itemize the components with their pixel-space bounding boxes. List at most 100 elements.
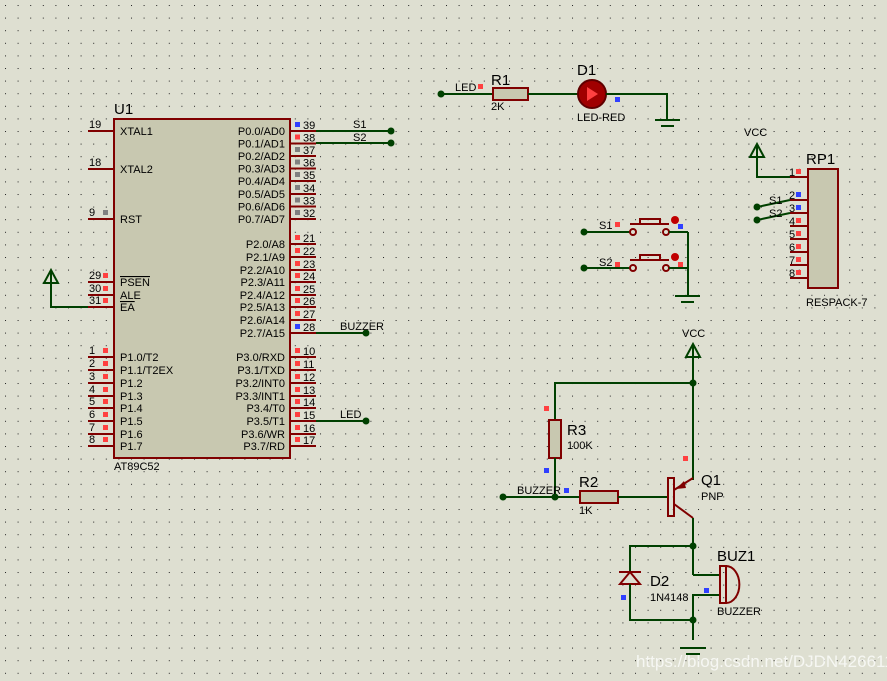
pin-number: 10 xyxy=(303,346,315,358)
rp1-pin-8[interactable]: 8 xyxy=(789,268,808,280)
svg-text:S1: S1 xyxy=(353,119,366,131)
pin-name: XTAL2 xyxy=(120,164,153,176)
u1-pin-2[interactable]: 2P1.1/T2EX xyxy=(88,358,174,377)
wire-buzzer-net: BUZZER xyxy=(316,321,384,337)
u1-pin-4[interactable]: 4P1.3 xyxy=(88,384,143,403)
rp1-pin-4[interactable]: 4 xyxy=(789,216,808,228)
pin-number: 35 xyxy=(303,170,315,182)
pin-name: P1.1/T2EX xyxy=(120,365,174,377)
pin-name: P3.5/T1 xyxy=(246,416,285,428)
pin-number: 2 xyxy=(89,358,95,370)
rp1-pin-1[interactable]: 1 xyxy=(789,167,808,179)
svg-text:100K: 100K xyxy=(567,440,593,452)
pin-name: P3.0/RXD xyxy=(236,352,285,364)
switch-s1[interactable]: S1 xyxy=(580,216,689,236)
u1-pin-3[interactable]: 3P1.2 xyxy=(88,371,143,390)
u1-pin-8[interactable]: 8P1.7 xyxy=(88,434,143,453)
pin-name: P0.7/AD7 xyxy=(238,214,285,226)
pin-number: 34 xyxy=(303,183,315,195)
u1-pin-1[interactable]: 1P1.0/T2 xyxy=(88,345,159,364)
switch-s2[interactable]: S2 xyxy=(580,232,701,303)
svg-text:D2: D2 xyxy=(650,573,669,590)
pin-number: 31 xyxy=(89,295,101,307)
svg-text:RP1: RP1 xyxy=(806,151,835,168)
led-net-label: LED xyxy=(455,82,476,94)
rp1-pin-5[interactable]: 5 xyxy=(789,229,808,241)
u1-pin-7[interactable]: 7P1.6 xyxy=(88,422,143,441)
led-circuit[interactable]: LED R1 2K D1 LED-RED xyxy=(437,62,681,127)
u1-microcontroller[interactable]: U1 AT89C52 19XTAL118XTAL29RST29PSEN30ALE… xyxy=(88,101,316,473)
pin-number: 21 xyxy=(303,233,315,245)
pin-number: 13 xyxy=(303,385,315,397)
pin-number: 32 xyxy=(303,208,315,220)
svg-text:S2: S2 xyxy=(599,257,612,269)
wire-s1-net: S1 xyxy=(316,119,395,135)
pin-number: 8 xyxy=(789,268,795,280)
u1-ref: U1 xyxy=(114,101,133,118)
buz1-buzzer xyxy=(719,565,727,604)
pin-number: 14 xyxy=(303,397,315,409)
pin-number: 38 xyxy=(303,133,315,145)
rp1-pin-6[interactable]: 6 xyxy=(789,242,808,254)
pin-name: P1.3 xyxy=(120,391,143,403)
pin-name: P1.7 xyxy=(120,441,143,453)
pin-number: 5 xyxy=(89,396,95,408)
pin-name: P2.7/A15 xyxy=(240,328,285,340)
pin-number: 23 xyxy=(303,259,315,271)
r2-resistor xyxy=(579,490,619,504)
pin-number: 8 xyxy=(89,434,95,446)
pin-number: 6 xyxy=(89,409,95,421)
pin-name: P2.3/A11 xyxy=(241,277,285,289)
svg-text:VCC: VCC xyxy=(682,328,705,340)
rp1-pin-3[interactable]: 3 xyxy=(789,203,808,215)
rp1-pin-2[interactable]: 2 xyxy=(789,190,808,202)
pin-name: P2.4/A12 xyxy=(240,290,285,302)
svg-text:S1: S1 xyxy=(769,195,782,207)
pin-number: 22 xyxy=(303,246,315,258)
u1-pin-6[interactable]: 6P1.5 xyxy=(88,409,143,428)
rp1-pin-7[interactable]: 7 xyxy=(789,255,808,267)
u1-pin-5[interactable]: 5P1.4 xyxy=(88,396,143,415)
buzzer-driver-circuit[interactable]: VCC R3 100K BUZZER R2 1K Q1 PNP D2 1N414… xyxy=(499,328,762,655)
svg-text:BUZ1: BUZ1 xyxy=(717,548,755,565)
pin-number: 11 xyxy=(303,359,314,371)
svg-text:RESPACK-7: RESPACK-7 xyxy=(806,297,868,309)
pin-number: 3 xyxy=(89,371,95,383)
pin-name: ALE xyxy=(120,290,141,302)
pin-number: 39 xyxy=(303,120,315,132)
pin-number: 36 xyxy=(303,158,315,170)
pin-number: 3 xyxy=(789,203,795,215)
